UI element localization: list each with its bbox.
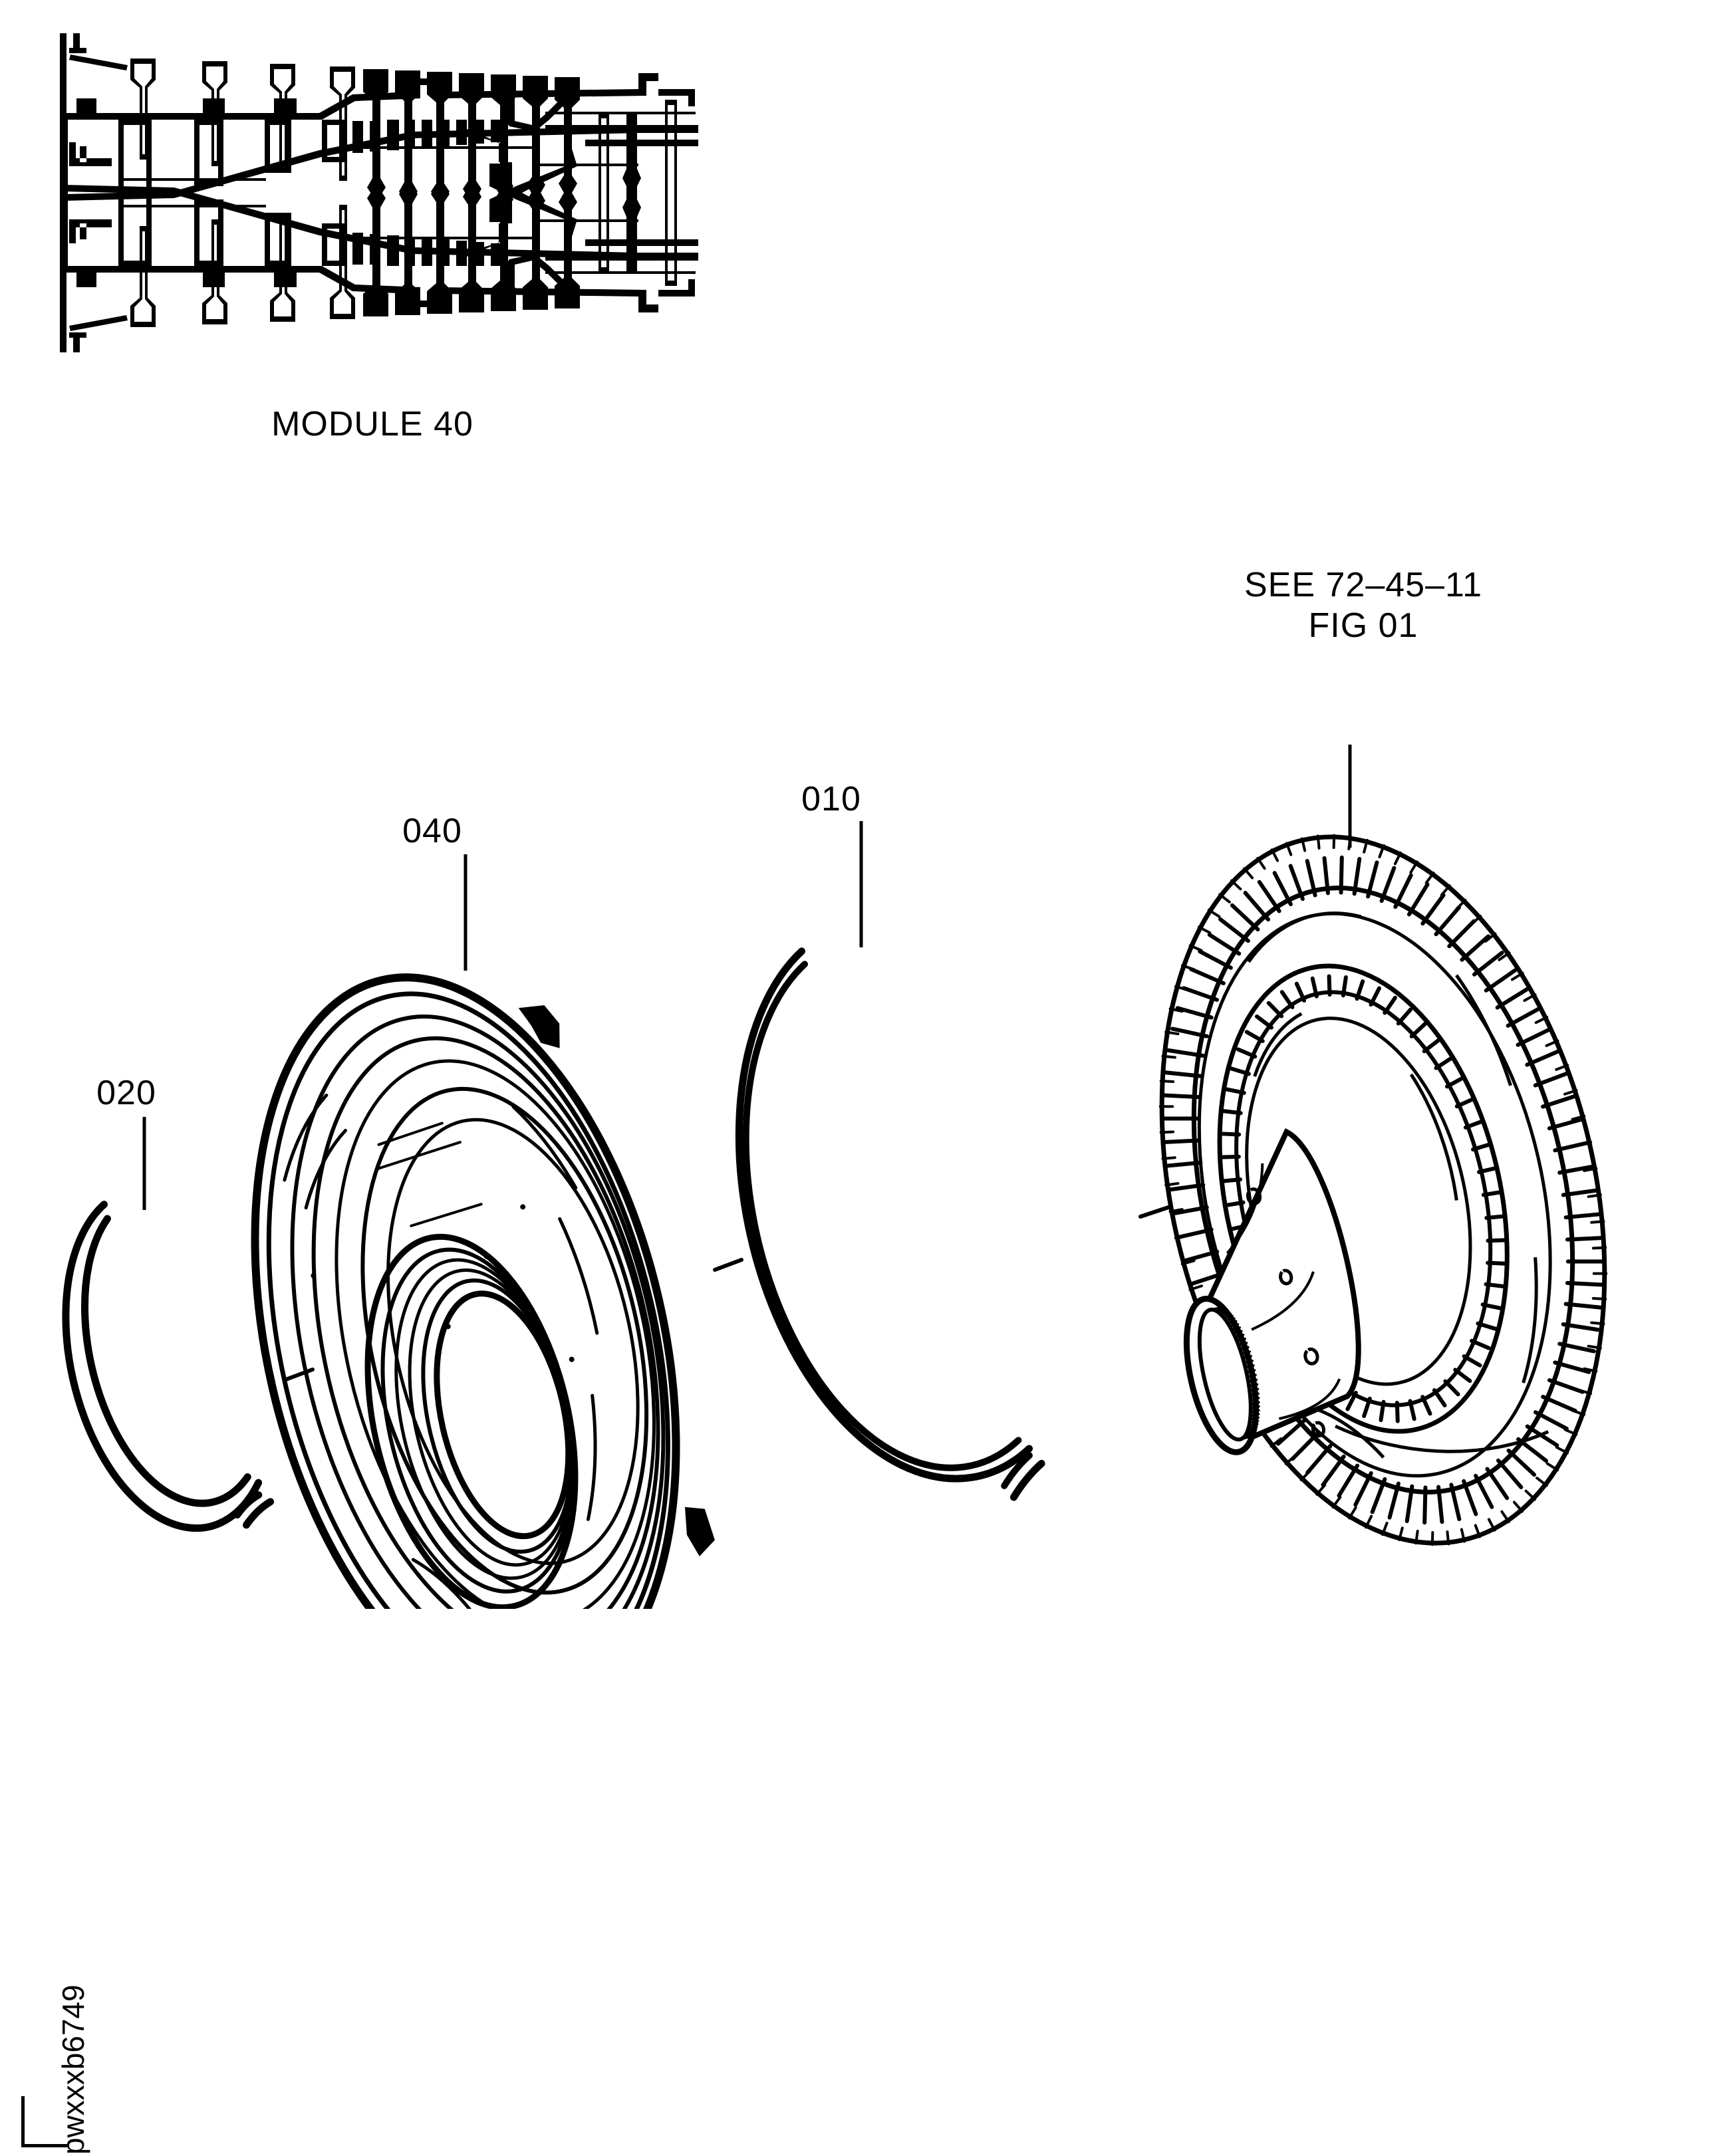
part-020-split-ring [62,1201,275,1532]
exploded-assembly-view [62,745,1608,1609]
part-010-seal-ring [735,947,1045,1501]
callout-label-010: 010 [801,780,861,818]
callout-label-020: 020 [96,1074,156,1112]
part-040-conical-air-seal [251,973,715,1609]
connector-dash-040-010 [713,1258,743,1272]
seal-lug-upper [518,1005,560,1048]
disk-hub-cone [1183,1128,1361,1455]
connector-dash-020-040 [284,1368,315,1381]
module-cross-section-diagram [60,33,698,352]
reference-line-2: FIG 01 [1308,606,1418,646]
figure-id-block: pwxxxb6749 [12,1908,158,2155]
seal-notch-lower [684,1506,715,1557]
corner-bracket-mark [21,2096,67,2147]
turbine-disk-assembly [1158,834,1608,1546]
connector-dash-010-disk [1138,1205,1172,1219]
reference-line-1: SEE 72–45–11 [1244,566,1482,604]
callout-label-040: 040 [402,812,462,850]
reference-callout: SEE 72–45–11 FIG 01 [1170,565,1556,647]
module-caption: MODULE 40 [271,405,473,443]
